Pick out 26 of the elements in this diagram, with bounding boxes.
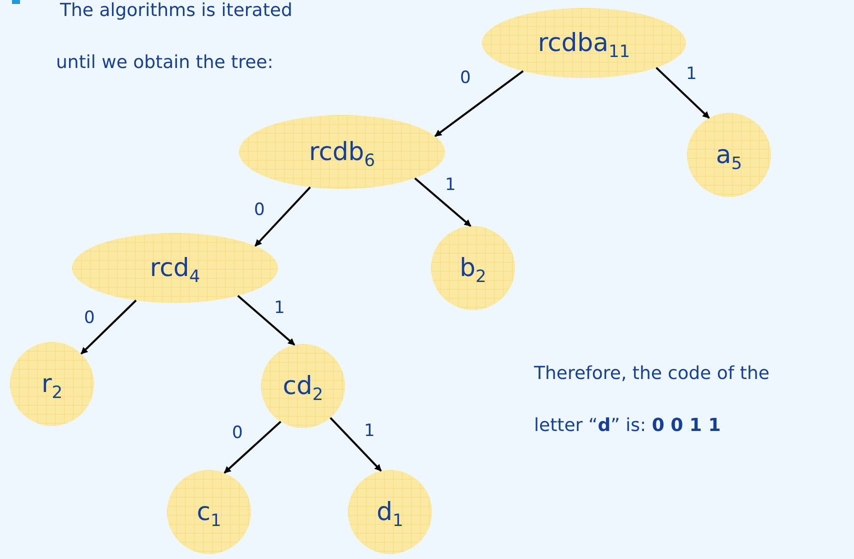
edge-label: 1 bbox=[364, 421, 375, 441]
conclusion-text: Therefore, the code of the letter “d” is: 0 0 1 1 bbox=[534, 362, 770, 438]
arrow bbox=[434, 70, 524, 137]
arrow bbox=[414, 177, 472, 227]
edge-label: 0 bbox=[460, 68, 471, 88]
circle-node: b$_{2}$ bbox=[431, 226, 515, 310]
arrow bbox=[224, 420, 282, 474]
circle-node: a$_{5}$ bbox=[687, 113, 771, 197]
edge-label: 0 bbox=[232, 423, 243, 443]
circle-node: cd$_{2}$ bbox=[261, 344, 345, 428]
circle-node: d$_{1}$ bbox=[348, 470, 432, 554]
arrow bbox=[656, 66, 710, 119]
edge-label: 1 bbox=[445, 175, 456, 195]
circle-node: r$_{2}$ bbox=[10, 342, 94, 426]
ellipse-node: rcdba$_{11}$ bbox=[482, 8, 686, 78]
arrow bbox=[237, 294, 296, 346]
circle-node: c$_{1}$ bbox=[167, 470, 251, 554]
edge-label: 1 bbox=[686, 64, 697, 84]
heading-text: The algorithms is iterated bbox=[60, 0, 292, 22]
arrow bbox=[254, 186, 311, 247]
intro-text: until we obtain the tree: bbox=[56, 52, 274, 74]
ellipse-node: rcdb$_{6}$ bbox=[239, 115, 445, 189]
edge-label: 0 bbox=[254, 200, 265, 220]
edge-label: 0 bbox=[84, 308, 95, 328]
arrow bbox=[330, 417, 382, 472]
arrow bbox=[80, 300, 137, 355]
